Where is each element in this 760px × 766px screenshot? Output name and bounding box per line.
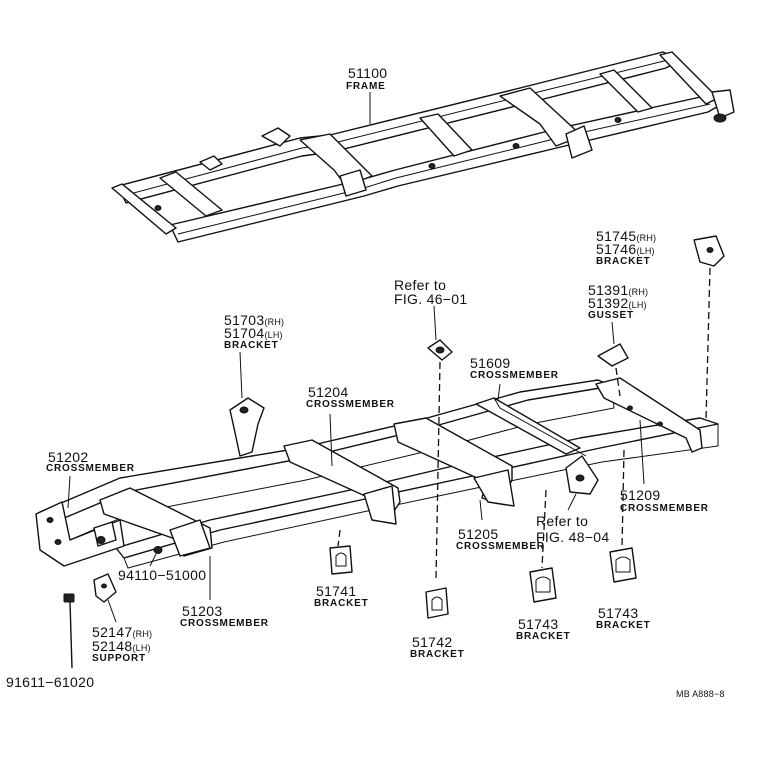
bracket-51742-number: 51742 xyxy=(412,634,453,650)
bracket-51743b-name: BRACKET xyxy=(596,620,651,631)
bracket-51742-name: BRACKET xyxy=(410,649,465,660)
dash-51743b xyxy=(621,449,625,549)
crossmember-51609-number: 51609 xyxy=(470,355,511,371)
refer-46-line1: Refer to xyxy=(394,277,447,293)
bracket-51704-number: 51704(LH) xyxy=(224,325,283,341)
frame-name: FRAME xyxy=(346,81,386,92)
dash-51743a xyxy=(541,489,547,569)
bolt-91611-drawing xyxy=(63,593,75,669)
leader-51209 xyxy=(639,419,645,485)
dash-51741 xyxy=(337,529,341,547)
crossmember-51205-number: 51205 xyxy=(458,526,499,542)
crossmember-51203-number: 51203 xyxy=(182,603,223,619)
crossmember-51205-name: CROSSMEMBER xyxy=(456,541,545,552)
bracket-51743b-number: 51743 xyxy=(598,605,639,621)
gusset-51391-number: 51391(RH) xyxy=(588,282,649,298)
leader-51204 xyxy=(329,413,333,467)
crossmember-51203-name: CROSSMEMBER xyxy=(180,618,269,629)
crossmember-51209-name: CROSSMEMBER xyxy=(620,503,709,514)
refer-48-line2: FIG. 48−04 xyxy=(536,529,610,545)
leader-51205 xyxy=(479,499,483,521)
bracket-51745-name: BRACKET xyxy=(596,256,651,267)
gusset-51391-drawing xyxy=(597,321,629,397)
bracket-51743b-drawing xyxy=(609,547,637,583)
bracket-51703-drawing xyxy=(229,351,265,457)
bracket-51741-name: BRACKET xyxy=(314,598,369,609)
bracket-51745-number: 51745(RH) xyxy=(596,228,657,244)
leader-refer-48 xyxy=(567,493,577,511)
bracket-51743a-number: 51743 xyxy=(518,616,559,632)
bolt-94110-number: 94110−51000 xyxy=(118,567,207,583)
bracket-51741-number: 51741 xyxy=(316,583,357,599)
bracket-51742-drawing xyxy=(425,587,449,619)
bracket-51746-number: 51746(LH) xyxy=(596,241,655,257)
crossmember-51204-number: 51204 xyxy=(308,384,349,400)
bolt-91611-number: 91611−61020 xyxy=(6,674,95,690)
leader-51202 xyxy=(67,475,71,509)
support-52147-drawing xyxy=(93,573,117,623)
bracket-51743a-name: BRACKET xyxy=(516,631,571,642)
gusset-51392-number: 51392(LH) xyxy=(588,295,647,311)
crossmember-51202-name: CROSSMEMBER xyxy=(46,463,135,474)
crossmember-51209-number: 51209 xyxy=(620,487,661,503)
bracket-51703-name: BRACKET xyxy=(224,340,279,351)
support-52148-number: 52148(LH) xyxy=(92,638,151,654)
support-52147-number: 52147(RH) xyxy=(92,624,153,640)
crossmember-51204-name: CROSSMEMBER xyxy=(306,399,395,410)
refer-46-line2: FIG. 46−01 xyxy=(394,291,468,307)
bracket-51703-number: 51703(RH) xyxy=(224,312,285,328)
frame-51100-drawing xyxy=(111,51,735,243)
leader-51609 xyxy=(497,383,501,401)
crossmember-51202-number: 51202 xyxy=(48,449,89,465)
footer-code: MB A888−8 xyxy=(676,689,725,699)
bracket-51743a-drawing xyxy=(529,567,557,603)
bracket-51741-drawing xyxy=(329,545,353,575)
exploded-frame-drawing xyxy=(35,377,719,569)
bracket-51745-drawing xyxy=(693,235,725,421)
leader-94110 xyxy=(149,553,157,567)
crossmember-51609-name: CROSSMEMBER xyxy=(470,370,559,381)
support-name: SUPPORT xyxy=(92,653,146,664)
refer-48-line1: Refer to xyxy=(536,513,589,529)
frame-number: 51100 xyxy=(348,65,388,81)
gusset-name: GUSSET xyxy=(588,310,634,321)
refer-46-part-drawing xyxy=(427,305,453,581)
